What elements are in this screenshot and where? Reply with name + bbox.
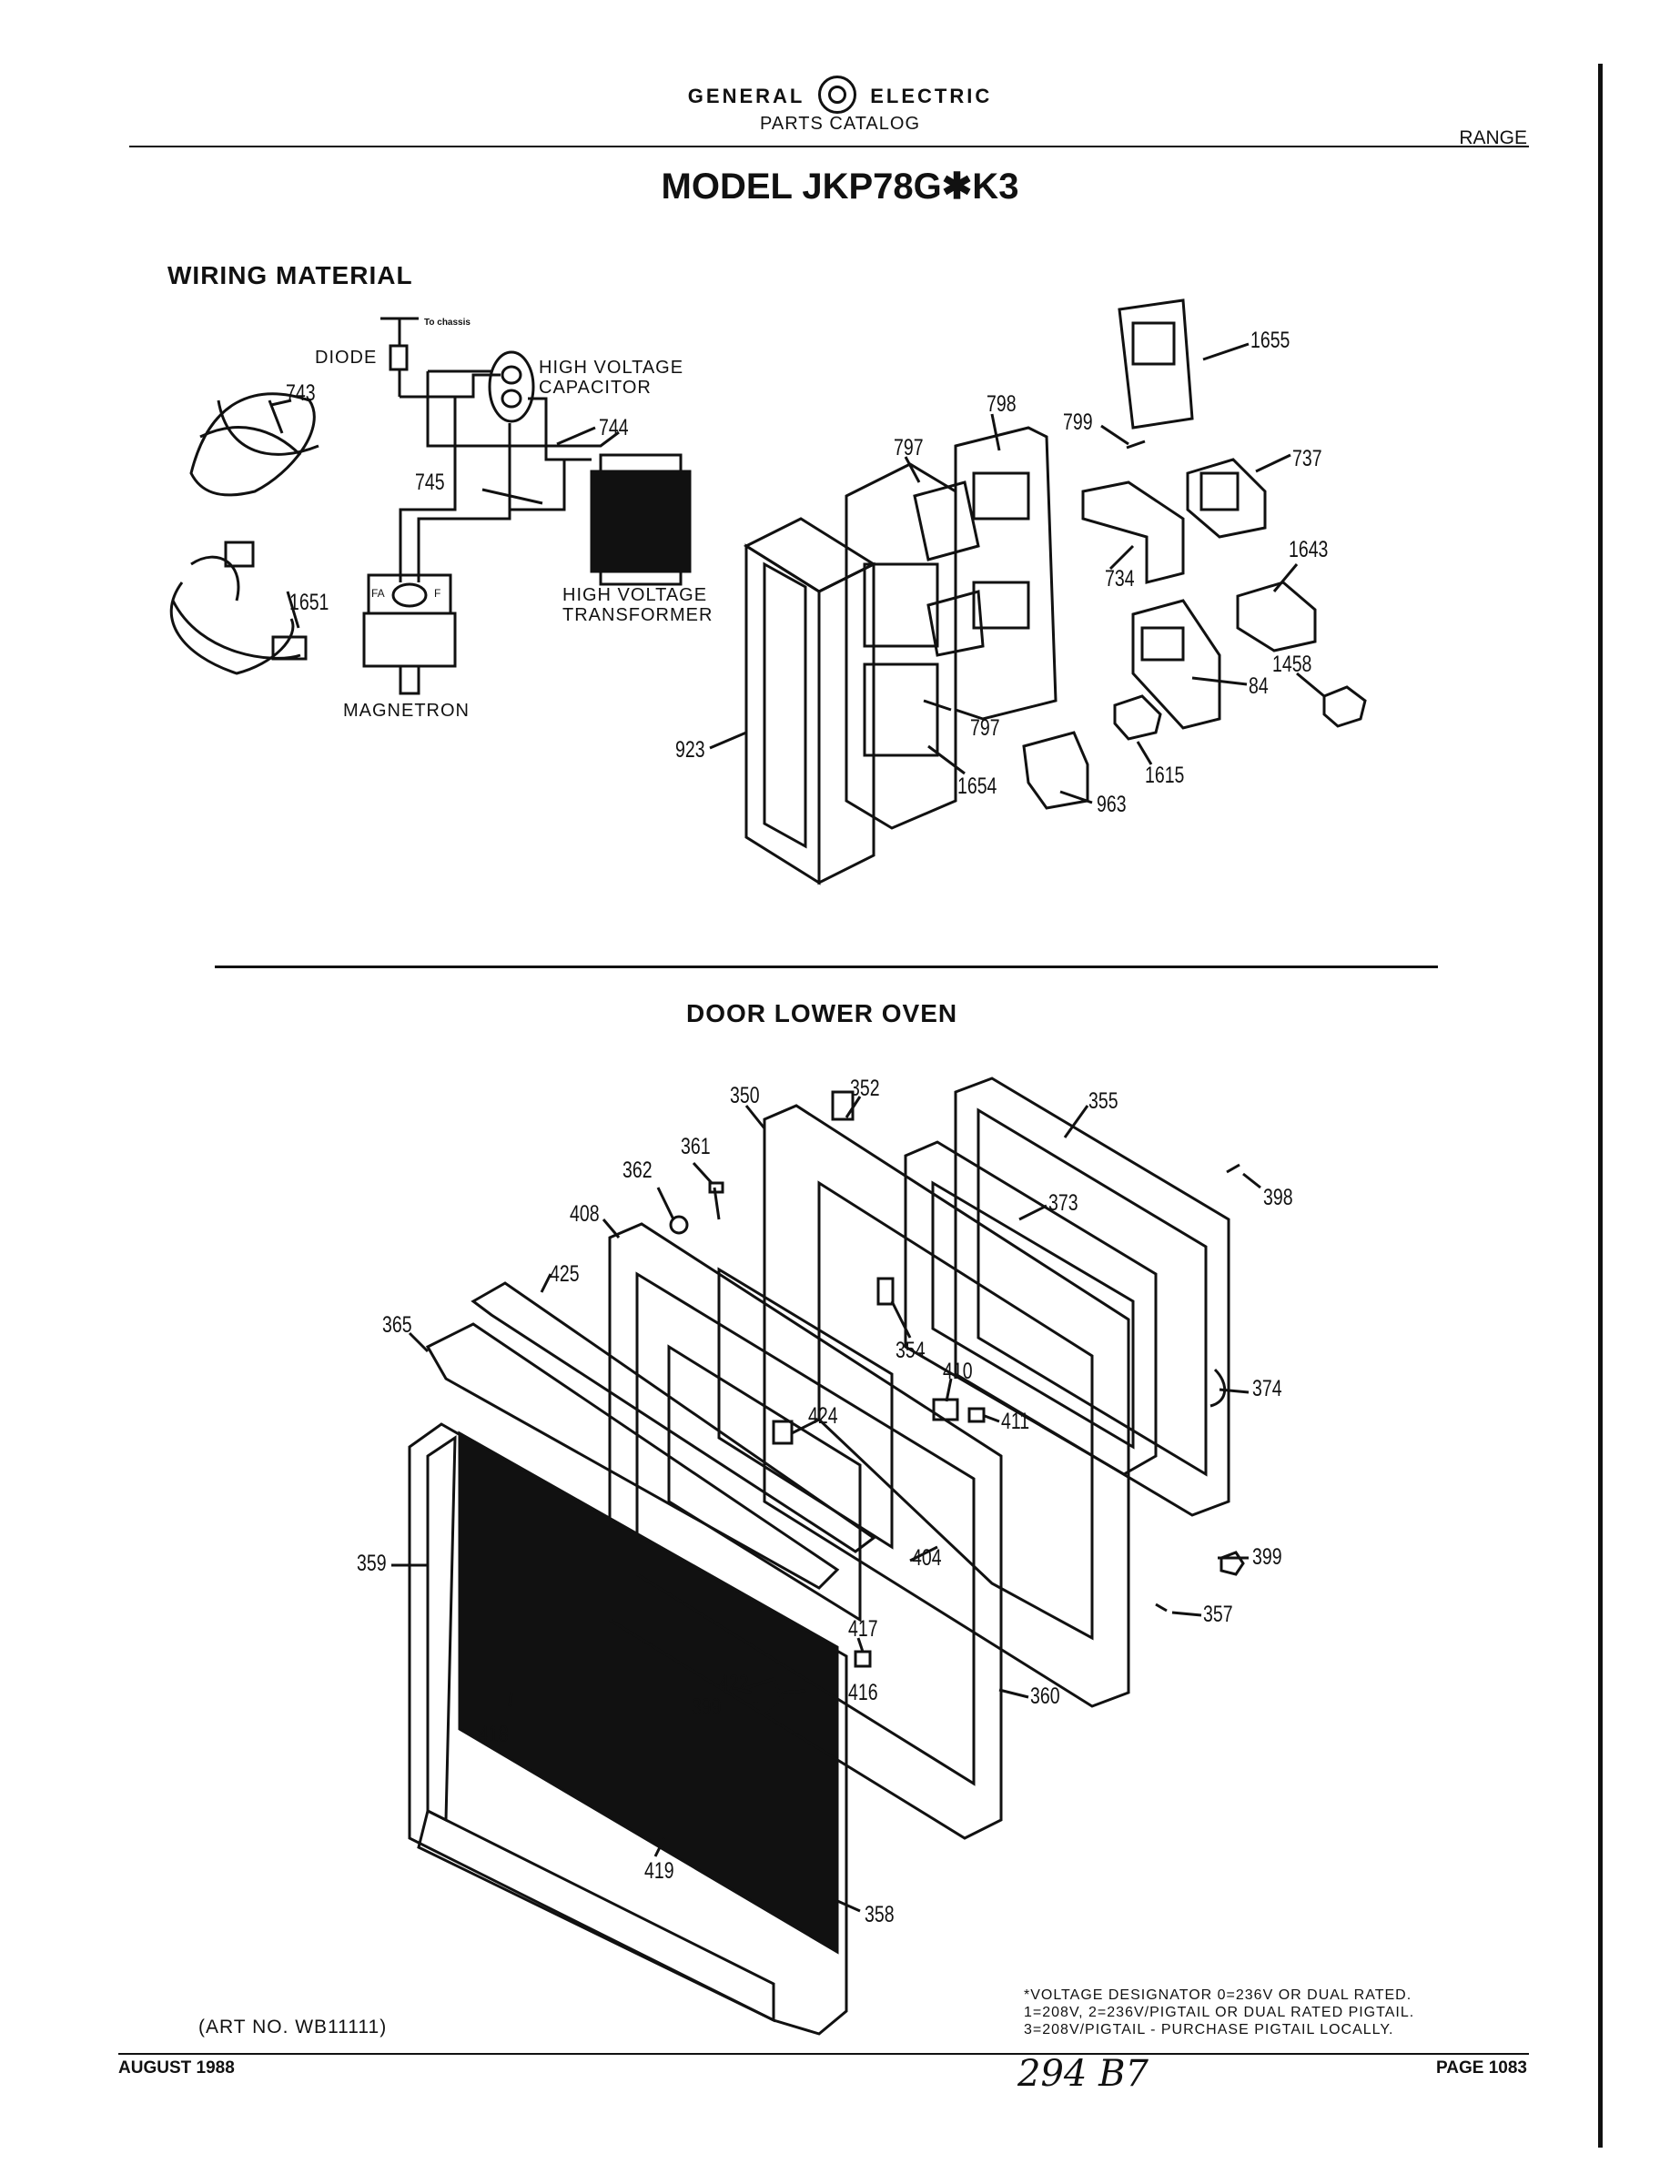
part-number: 404: [912, 1545, 942, 1571]
part-number: 745: [415, 470, 445, 495]
voltage-note-line: *VOLTAGE DESIGNATOR 0=236V OR DUAL RATED…: [1024, 1987, 1412, 2003]
part-number: 1615: [1145, 763, 1185, 788]
part-number: 1655: [1250, 328, 1290, 353]
part-number: 399: [692, 1694, 722, 1720]
footer-rule: [118, 2053, 1529, 2055]
part-number: 416: [848, 1680, 878, 1705]
part-number: 737: [1292, 446, 1322, 471]
part-number: 798: [987, 391, 1017, 417]
brand-line: GENERAL ELECTRIC: [0, 76, 1680, 116]
part-number: 419: [644, 1858, 674, 1884]
part-number: 1643: [1289, 537, 1329, 562]
brand-left: GENERAL: [687, 84, 805, 107]
part-number: 398: [1263, 1185, 1293, 1210]
footer-date: AUGUST 1988: [118, 2058, 235, 2078]
part-number: 422: [719, 1671, 749, 1696]
to-chassis-label: To chassis: [424, 318, 471, 328]
part-number: 744: [599, 415, 629, 440]
part-number: 425: [550, 1261, 580, 1287]
part-number: 408: [570, 1201, 600, 1227]
part-number: 358: [865, 1902, 895, 1927]
part-number: 424: [808, 1403, 838, 1429]
part-number: 743: [286, 380, 316, 406]
part-number: 354: [896, 1338, 926, 1363]
section-divider: [215, 966, 1438, 968]
part-number: 963: [1097, 792, 1127, 817]
part-number: 1654: [957, 774, 997, 799]
part-number: 417: [848, 1616, 878, 1642]
part-number: 362: [622, 1158, 653, 1183]
handwritten-note: 294 B7: [1017, 2053, 1149, 2095]
part-number: 799: [1063, 410, 1093, 435]
brand-right: ELECTRIC: [870, 84, 993, 107]
part-number: 1651: [289, 590, 329, 615]
part-number: 418: [479, 1722, 509, 1747]
fa-label: FA: [371, 587, 385, 600]
part-number: 410: [943, 1359, 973, 1384]
part-number: 399: [1252, 1544, 1282, 1570]
part-number: 1458: [1272, 652, 1312, 677]
magnetron-label: MAGNETRON: [343, 701, 470, 721]
part-number: 365: [382, 1312, 412, 1338]
part-number: 359: [357, 1551, 387, 1576]
art-number: (ART NO. WB11111): [198, 2017, 388, 2037]
voltage-note-line: 1=208V, 2=236V/PIGTAIL OR DUAL RATED PIG…: [1024, 2005, 1415, 2020]
footer-page: PAGE 1083: [1436, 2058, 1527, 2078]
part-number: 373: [1048, 1190, 1078, 1216]
part-number: 923: [675, 737, 705, 763]
ge-logo-icon: [818, 76, 857, 114]
scan-edge-line: [1598, 64, 1603, 2148]
voltage-note-line: 3=208V/PIGTAIL - PURCHASE PIGTAIL LOCALL…: [1024, 2022, 1394, 2037]
part-number: 374: [1252, 1376, 1282, 1401]
part-number: 350: [730, 1083, 760, 1108]
model-title: MODEL JKP78G✱K3: [661, 167, 1019, 207]
part-number: 797: [970, 715, 1000, 741]
category-label: RANGE: [1459, 127, 1527, 148]
part-number: 357: [1203, 1602, 1233, 1627]
transformer-label: HIGH VOLTAGE TRANSFORMER: [562, 585, 713, 625]
part-number: 411: [1001, 1409, 1030, 1434]
header-rule: [129, 146, 1529, 147]
part-number: 734: [1105, 566, 1135, 592]
voltage-note: *VOLTAGE DESIGNATOR 0=236V OR DUAL RATED…: [1024, 1987, 1552, 2038]
part-number: 84: [1249, 673, 1269, 699]
catalog-title: PARTS CATALOG: [760, 114, 920, 134]
part-number: 352: [850, 1076, 880, 1101]
part-number: 360: [1030, 1684, 1060, 1709]
capacitor-label: HIGH VOLTAGE CAPACITOR: [539, 358, 684, 398]
part-number: 361: [681, 1134, 711, 1159]
wiring-section-title: WIRING MATERIAL: [167, 261, 413, 289]
door-section-title: DOOR LOWER OVEN: [686, 999, 958, 1027]
f-label: F: [434, 587, 441, 600]
diode-label: DIODE: [315, 348, 378, 368]
part-number: 355: [1088, 1088, 1118, 1114]
part-number: 797: [894, 435, 924, 460]
